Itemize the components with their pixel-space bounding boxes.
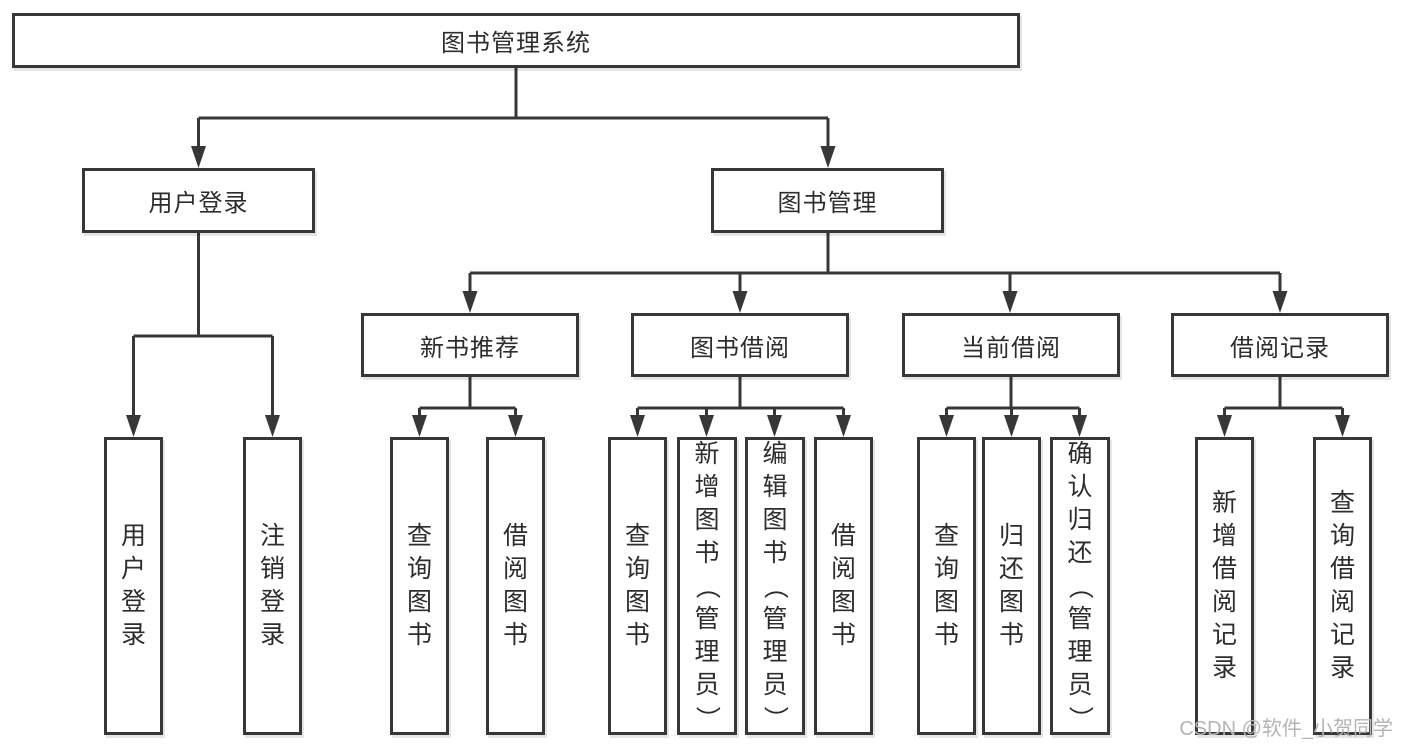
connector-book-management-children (462, 233, 1288, 313)
connector-new-book-children (412, 377, 523, 437)
watermark: CSDN @软件_小贺同学 (1179, 718, 1393, 740)
node-label: 当前借阅 (961, 334, 1061, 362)
node-label: 借阅记录 (1230, 334, 1330, 362)
leaf-query-borrow-record: 查询借阅记录 (1313, 437, 1372, 735)
leaf-borrow-books-recommend: 借阅图书 (486, 437, 545, 735)
node-label: 图书管理 (777, 190, 878, 217)
connector-borrowing-records-children (1217, 377, 1350, 437)
leaf-query-books-current: 查询图书 (917, 437, 976, 735)
node-borrowing-records: 借阅记录 (1171, 313, 1389, 377)
leaf-add-borrow-record: 新增借阅记录 (1195, 437, 1254, 735)
leaf-confirm-return-admin: 确认归还（管理员） (1050, 437, 1110, 735)
leaf-add-books-admin: 新增图书（管理员） (677, 437, 737, 735)
leaf-user-login: 用户登录 (104, 437, 163, 735)
connector-current-borrowing-children (939, 377, 1087, 437)
connector-user-login-children (126, 233, 280, 437)
node-label: 用户登录 (148, 190, 249, 217)
leaf-logout: 注销登录 (243, 437, 302, 735)
node-book-borrowing: 图书借阅 (631, 313, 849, 377)
node-label: 图书借阅 (690, 334, 790, 362)
leaf-borrow-books-borrowing: 借阅图书 (814, 437, 873, 735)
connector-book-borrowing-children (630, 377, 851, 437)
node-label: 新书推荐 (420, 334, 520, 362)
leaf-query-books-recommend: 查询图书 (390, 437, 449, 735)
connector-root-to-level2 (191, 68, 836, 168)
leaf-edit-books-admin: 编辑图书（管理员） (745, 437, 805, 735)
node-user-login: 用户登录 (82, 168, 315, 233)
node-new-book-recommendation: 新书推荐 (361, 313, 579, 377)
node-library-management-system: 图书管理系统 (12, 13, 1020, 68)
node-current-borrowing: 当前借阅 (902, 313, 1120, 377)
node-book-management: 图书管理 (711, 168, 944, 233)
leaf-query-books-borrowing: 查询图书 (608, 437, 667, 735)
node-label: 图书管理系统 (441, 30, 591, 57)
leaf-return-books: 归还图书 (982, 437, 1041, 735)
